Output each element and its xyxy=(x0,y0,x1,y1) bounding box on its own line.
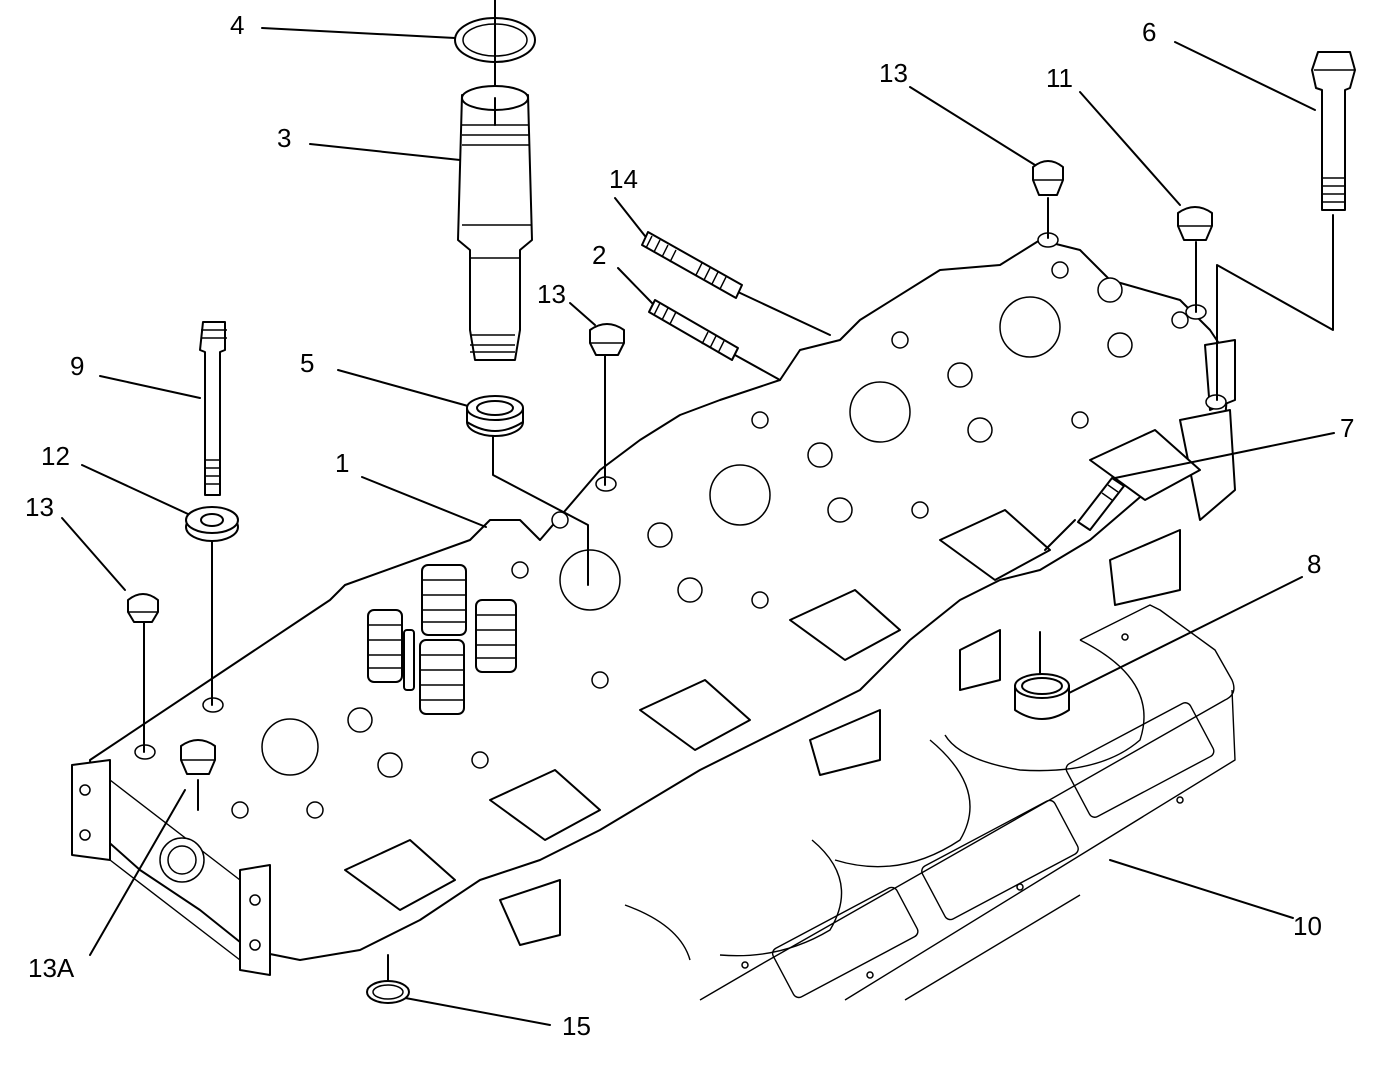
callout-10: 10 xyxy=(1293,911,1322,941)
callout-8: 8 xyxy=(1307,549,1321,579)
cylinder-head xyxy=(71,232,1236,976)
callout-12: 12 xyxy=(41,441,70,471)
plug-part-13-right xyxy=(1032,160,1064,196)
callout-5: 5 xyxy=(300,348,314,378)
valve-spring-group xyxy=(367,564,517,715)
bolt-part-6 xyxy=(1311,51,1356,211)
callout-2: 2 xyxy=(592,240,606,270)
dowel-part-7 xyxy=(1077,477,1125,531)
leader-lines xyxy=(61,0,1335,1026)
stud-part-14 xyxy=(641,231,743,299)
callout-3: 3 xyxy=(277,123,291,153)
seal-ring-part-4 xyxy=(454,4,536,76)
callout-15: 15 xyxy=(562,1011,591,1041)
o-ring-part-15 xyxy=(366,980,410,1004)
callout-11: 11 xyxy=(1046,63,1073,93)
callout-4: 4 xyxy=(230,10,244,40)
bolt-part-9 xyxy=(199,321,227,496)
plug-part-13A xyxy=(180,739,216,775)
callout-14: 14 xyxy=(609,164,638,194)
cup-plug-part-8 xyxy=(1014,673,1070,720)
callout-9: 9 xyxy=(70,351,84,381)
callout-1: 1 xyxy=(335,448,349,478)
stud-part-2 xyxy=(648,299,739,361)
injector-sleeve-part-3 xyxy=(457,85,533,361)
callout-7: 7 xyxy=(1340,413,1354,443)
callout-13-left: 13 xyxy=(25,492,54,522)
plug-part-13-center xyxy=(589,323,625,356)
callout-13-right: 13 xyxy=(879,58,908,88)
washer-part-12 xyxy=(185,506,239,542)
callout-13A: 13A xyxy=(28,953,75,983)
seal-part-5 xyxy=(466,395,524,437)
callout-13-center: 13 xyxy=(537,279,566,309)
plug-part-11 xyxy=(1177,206,1213,241)
plug-part-13-left xyxy=(127,593,159,623)
callout-labels: 4 3 5 1 9 12 13 13 13 14 2 11 6 7 8 10 1… xyxy=(25,10,1354,1041)
head-gasket xyxy=(624,604,1236,1001)
callout-6: 6 xyxy=(1142,17,1156,47)
